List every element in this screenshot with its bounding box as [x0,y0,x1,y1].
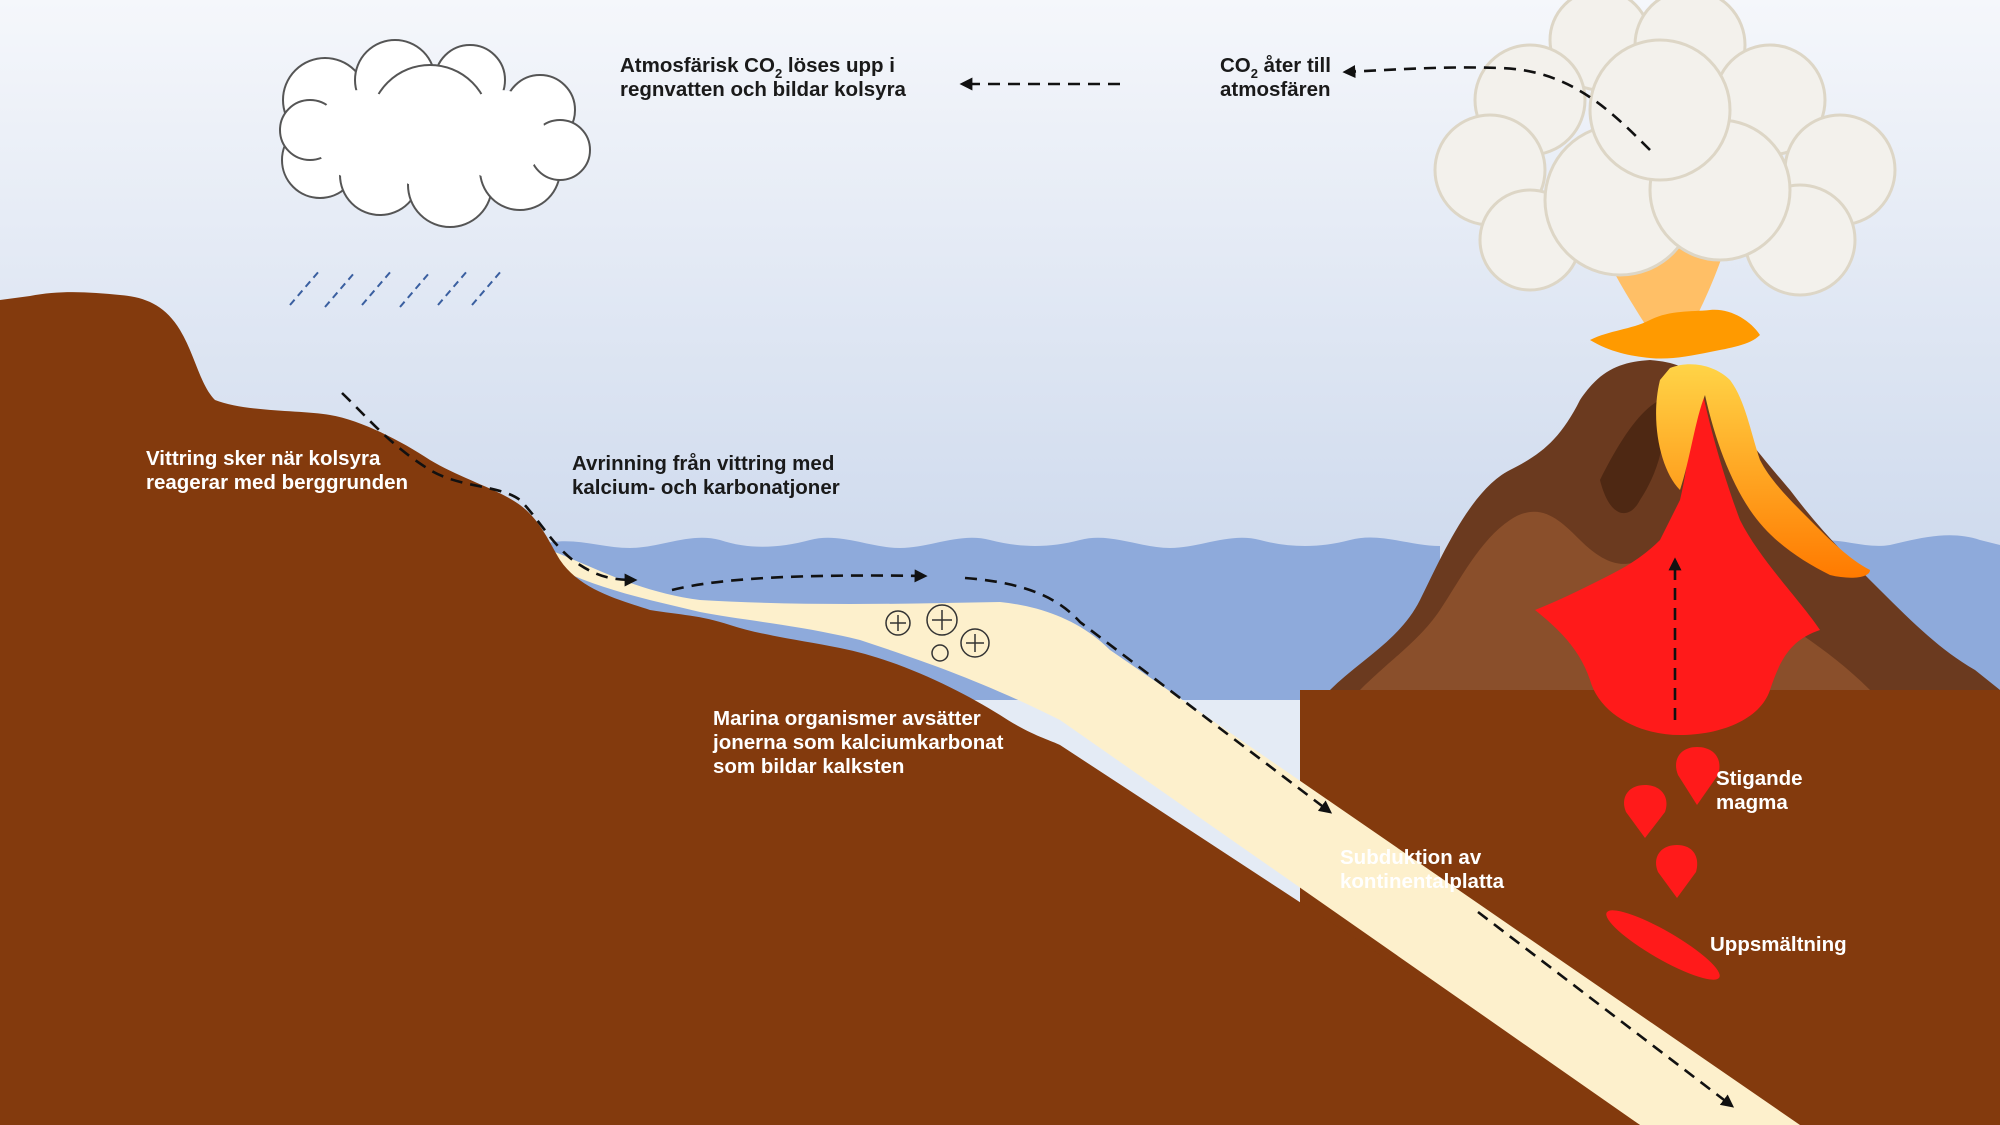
rising-magma-drops [1624,747,1720,898]
label-marine-organisms: Marina organismer avsätter jonerna som k… [712,707,1009,778]
label-rising-magma: Stigande magma [1716,767,1808,814]
lava-flow [1656,364,1870,578]
volcano-dark-ridges [1600,400,1724,540]
label-subduction: Subduktion av kontinentalplatta [1340,846,1505,893]
label-co2-dissolves: Atmosfärisk CO2 löses upp i regnvatten o… [620,54,907,101]
rain-drops [289,269,503,308]
label-melting: Uppsmältning [1710,933,1847,956]
limestone-layer [550,550,1800,1125]
ash-cloud [1433,0,1897,297]
cloud-fill-cover [315,72,545,188]
process-arrows [341,65,1735,1108]
lava-splash [1590,309,1760,359]
continental-land [0,292,1640,1125]
label-runoff: Avrinning från vittring med kalcium- och… [572,452,840,499]
label-weathering: Vittring sker när kolsyra reagerar med b… [146,447,408,494]
fossil-shells [885,604,990,662]
melting-zone [1606,910,1720,980]
label-co2-return: CO2 åter till atmosfären [1220,54,1337,101]
